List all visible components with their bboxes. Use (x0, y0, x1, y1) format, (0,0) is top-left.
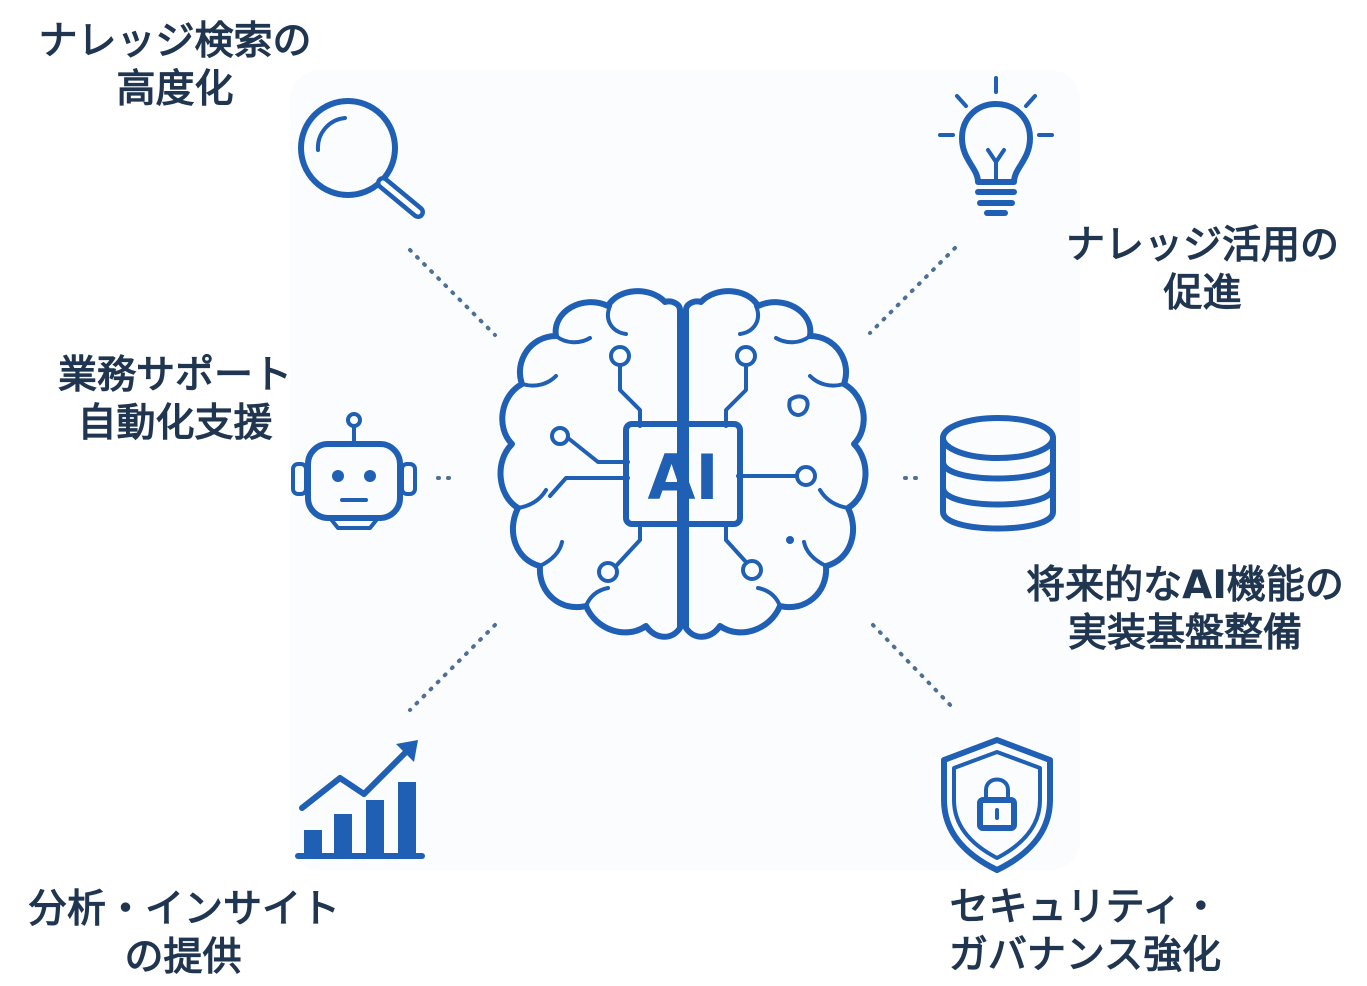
brain-circuit-icon (497, 288, 869, 640)
label-security-line1: セキュリティ・ (949, 885, 1221, 930)
label-ai-foundation-line1: 将来的なAI機能の (1026, 563, 1344, 608)
label-analytics-line1: 分析・インサイト (28, 887, 341, 932)
label-automation-line1: 業務サポート (57, 353, 292, 398)
label-security-line2: ガバナンス強化 (948, 933, 1222, 978)
growth-chart-icon (295, 740, 425, 859)
connector-shield (871, 623, 957, 712)
label-knowledge-use-line1: ナレッジ活用の (1065, 223, 1339, 268)
label-analytics: 分析・インサイト の提供 (28, 886, 341, 982)
label-analytics-line2: の提供 (124, 935, 242, 980)
robot-icon (291, 412, 417, 530)
label-knowledge-use-line2: 促進 (1163, 271, 1242, 316)
label-knowledge-search-line1: ナレッジ検索の (38, 19, 312, 64)
label-ai-foundation-line2: 実装基盤整備 (1067, 611, 1302, 656)
shield-lock-icon (941, 737, 1053, 873)
magnifier-icon (298, 98, 425, 219)
label-automation-line2: 自動化支援 (77, 401, 273, 446)
label-automation: 業務サポート 自動化支援 (40, 352, 310, 448)
connector-lightbulb (868, 246, 957, 335)
connector-lines (408, 246, 957, 712)
lightbulb-icon (938, 76, 1054, 216)
label-knowledge-search: ナレッジ検索の 高度化 (20, 18, 330, 114)
label-knowledge-use: ナレッジ活用の 促進 (1045, 222, 1360, 318)
ai-badge-text: AI (647, 441, 718, 514)
label-ai-foundation: 将来的なAI機能の 実装基盤整備 (1005, 562, 1365, 658)
connector-chart (408, 623, 497, 712)
label-security: セキュリティ・ ガバナンス強化 (925, 884, 1245, 980)
connector-search (408, 248, 497, 337)
database-icon (940, 415, 1056, 532)
label-knowledge-search-line2: 高度化 (116, 67, 234, 112)
